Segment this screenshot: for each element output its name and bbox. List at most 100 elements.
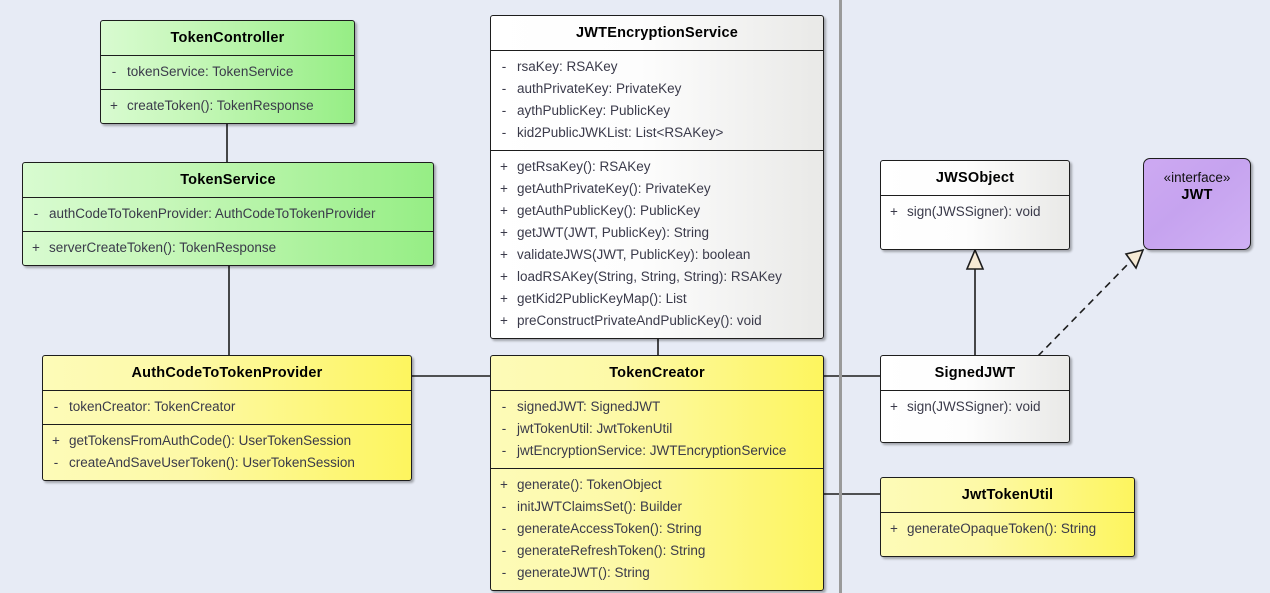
visibility-marker: + — [500, 291, 508, 306]
visibility-marker: - — [33, 206, 39, 221]
class-title-jwttokenutil: JwtTokenUtil — [961, 487, 1054, 503]
operation-row: + preConstructPrivateAndPublicKey(): voi… — [491, 310, 823, 332]
operations-compartment: + createToken(): TokenResponse — [101, 89, 354, 123]
class-box-jwttokenutil[interactable]: JwtTokenUtil + generateOpaqueToken(): St… — [880, 477, 1135, 557]
visibility-marker: - — [501, 125, 507, 140]
operation-row: + getJWT(JWT, PublicKey): String — [491, 222, 823, 244]
attribute-row: - authPrivateKey: PrivateKey — [491, 78, 823, 100]
visibility-marker: - — [501, 565, 507, 580]
visibility-marker: - — [53, 399, 59, 414]
member-signature: rsaKey: RSAKey — [517, 59, 618, 74]
member-signature: sign(JWSSigner): void — [907, 399, 1041, 414]
visibility-marker: + — [500, 181, 508, 196]
member-signature: jwtTokenUtil: JwtTokenUtil — [517, 421, 673, 436]
operation-row: + loadRSAKey(String, String, String): RS… — [491, 266, 823, 288]
class-box-jwtencryptionservice[interactable]: JWTEncryptionService - rsaKey: RSAKey - … — [490, 15, 824, 339]
member-signature: authPrivateKey: PrivateKey — [517, 81, 682, 96]
operation-row: + createToken(): TokenResponse — [101, 95, 354, 117]
operation-row: - generateJWT(): String — [491, 562, 823, 584]
class-box-jwt-interface[interactable]: «interface» JWT — [1143, 158, 1251, 250]
visibility-marker: - — [501, 421, 507, 436]
operation-row: + generate(): TokenObject — [491, 474, 823, 496]
visibility-marker: + — [500, 159, 508, 174]
class-title-tokencontroller: TokenController — [170, 30, 285, 46]
class-title-jwtencryptionservice: JWTEncryptionService — [576, 25, 738, 41]
member-signature: getKid2PublicKeyMap(): List — [517, 291, 687, 306]
class-title-tokencreator: TokenCreator — [609, 365, 705, 381]
attribute-row: - rsaKey: RSAKey — [491, 56, 823, 78]
member-signature: generateRefreshToken(): String — [517, 543, 706, 558]
operations-compartment: + getTokensFromAuthCode(): UserTokenSess… — [43, 424, 411, 480]
member-signature: validateJWS(JWT, PublicKey): boolean — [517, 247, 751, 262]
attribute-row: - authCodeToTokenProvider: AuthCodeToTok… — [23, 203, 433, 225]
operations-compartment: + getRsaKey(): RSAKey + getAuthPrivateKe… — [491, 150, 823, 338]
class-title-authcodetotokenprovider: AuthCodeToTokenProvider — [131, 365, 323, 381]
member-signature: sign(JWSSigner): void — [907, 204, 1041, 219]
member-signature: tokenService: TokenService — [127, 64, 294, 79]
class-box-signedjwt[interactable]: SignedJWT + sign(JWSSigner): void — [880, 355, 1070, 443]
class-title-signedjwt: SignedJWT — [934, 365, 1016, 381]
visibility-marker: - — [501, 521, 507, 536]
attributes-compartment: - signedJWT: SignedJWT - jwtTokenUtil: J… — [491, 390, 823, 468]
member-signature: preConstructPrivateAndPublicKey(): void — [517, 313, 762, 328]
member-signature: kid2PublicJWKList: List<RSAKey> — [517, 125, 724, 140]
visibility-marker: + — [890, 204, 898, 219]
attributes-compartment: - tokenCreator: TokenCreator — [43, 390, 411, 424]
operations-compartment: + generate(): TokenObject - initJWTClaim… — [491, 468, 823, 590]
member-signature: getRsaKey(): RSAKey — [517, 159, 651, 174]
member-signature: authCodeToTokenProvider: AuthCodeToToken… — [49, 206, 376, 221]
class-box-tokenservice[interactable]: TokenService - authCodeToTokenProvider: … — [22, 162, 434, 266]
visibility-marker: + — [32, 240, 40, 255]
member-signature: generate(): TokenObject — [517, 477, 662, 492]
visibility-marker: + — [500, 313, 508, 328]
visibility-marker: + — [890, 399, 898, 414]
class-title-jwsobject: JWSObject — [935, 170, 1015, 186]
vertical-divider — [839, 0, 842, 593]
member-signature: getAuthPrivateKey(): PrivateKey — [517, 181, 711, 196]
attribute-row: - tokenService: TokenService — [101, 61, 354, 83]
operations-compartment: + generateOpaqueToken(): String — [881, 512, 1134, 546]
class-box-tokencontroller[interactable]: TokenController - tokenService: TokenSer… — [100, 20, 355, 124]
attribute-row: - aythPublicKey: PublicKey — [491, 100, 823, 122]
operation-row: - generateRefreshToken(): String — [491, 540, 823, 562]
member-signature: jwtEncryptionService: JWTEncryptionServi… — [517, 443, 787, 458]
operation-row: + getAuthPublicKey(): PublicKey — [491, 200, 823, 222]
visibility-marker: - — [501, 543, 507, 558]
class-box-authcodetotokenprovider[interactable]: AuthCodeToTokenProvider - tokenCreator: … — [42, 355, 412, 481]
class-box-jwsobject[interactable]: JWSObject + sign(JWSSigner): void — [880, 160, 1070, 250]
attribute-row: - signedJWT: SignedJWT — [491, 396, 823, 418]
class-title-tokenservice: TokenService — [180, 172, 276, 188]
visibility-marker: - — [111, 64, 117, 79]
edge-signedjwt-jwt-realization — [1037, 261, 1131, 357]
realization-arrowhead — [1124, 248, 1145, 270]
attribute-row: - tokenCreator: TokenCreator — [43, 396, 411, 418]
member-signature: tokenCreator: TokenCreator — [69, 399, 236, 414]
member-signature: createToken(): TokenResponse — [127, 98, 314, 113]
member-signature: generateAccessToken(): String — [517, 521, 702, 536]
operation-row: - generateAccessToken(): String — [491, 518, 823, 540]
member-signature: loadRSAKey(String, String, String): RSAK… — [517, 269, 782, 284]
operation-row: + serverCreateToken(): TokenResponse — [23, 237, 433, 259]
member-signature: getAuthPublicKey(): PublicKey — [517, 203, 701, 218]
visibility-marker: + — [500, 269, 508, 284]
attribute-row: - jwtTokenUtil: JwtTokenUtil — [491, 418, 823, 440]
operation-row: + sign(JWSSigner): void — [881, 396, 1069, 418]
operation-row: + getRsaKey(): RSAKey — [491, 156, 823, 178]
member-signature: getTokensFromAuthCode(): UserTokenSessio… — [69, 433, 352, 448]
attribute-row: - kid2PublicJWKList: List<RSAKey> — [491, 122, 823, 144]
member-signature: signedJWT: SignedJWT — [517, 399, 661, 414]
visibility-marker: - — [53, 455, 59, 470]
visibility-marker: - — [501, 499, 507, 514]
visibility-marker: + — [110, 98, 118, 113]
visibility-marker: + — [500, 247, 508, 262]
member-signature: getJWT(JWT, PublicKey): String — [517, 225, 710, 240]
class-box-tokencreator[interactable]: TokenCreator - signedJWT: SignedJWT - jw… — [490, 355, 824, 591]
operation-row: + sign(JWSSigner): void — [881, 201, 1069, 223]
visibility-marker: - — [501, 59, 507, 74]
operation-row: + generateOpaqueToken(): String — [881, 518, 1134, 540]
visibility-marker: - — [501, 103, 507, 118]
member-signature: generateOpaqueToken(): String — [907, 521, 1097, 536]
member-signature: aythPublicKey: PublicKey — [517, 103, 671, 118]
visibility-marker: + — [500, 225, 508, 240]
